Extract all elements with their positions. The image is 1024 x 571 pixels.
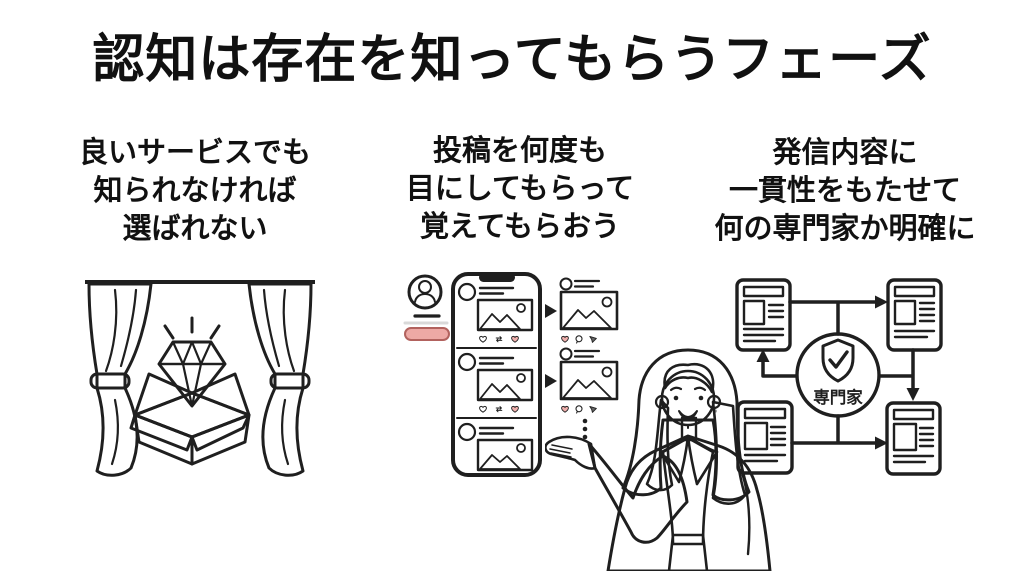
curtain-left-icon: [87, 282, 153, 477]
caption-right: 発信内容に 一貫性をもたせて 何の専門家か明確に: [690, 133, 1000, 247]
post2-image: [476, 368, 534, 402]
woman-face: [654, 362, 722, 442]
caption-left: 良いサービスでも 知られなければ 選ばれない: [30, 133, 360, 247]
woman-torso-jacket: [606, 434, 772, 571]
curtain-tie-left: [89, 372, 131, 390]
caption-middle-line3: 覚えてもらおう: [419, 209, 621, 243]
ellipsis-dots-icon: [582, 418, 588, 440]
card2-image: [559, 360, 619, 401]
feed-post-2: [456, 352, 537, 419]
woman-bangs: [663, 362, 715, 394]
article-doc-top-right: [886, 278, 943, 352]
feed-post-3: [457, 422, 534, 472]
sparkle-icon: [163, 316, 221, 340]
shield-check-icon: [821, 338, 855, 383]
arrow-right-icon-2: [545, 374, 557, 388]
caption-right-line3: 何の専門家か明確に: [714, 211, 976, 245]
caption-middle-line2: 目にしてもらって: [405, 171, 635, 205]
caption-left-line2: 知られなければ: [93, 173, 297, 207]
caption-left-line3: 選ばれない: [122, 211, 268, 245]
jacket-lapel-right: [686, 435, 719, 486]
profile-icon: [403, 274, 450, 341]
caption-middle: 投稿を何度も 目にしてもらって 覚えてもらおう: [370, 131, 670, 245]
expert-hub-illustration: 専門家: [735, 278, 943, 476]
eyebrow-left: [669, 386, 683, 392]
woman-skirt: [667, 533, 709, 571]
article-doc-bottom-right: [885, 401, 942, 476]
feed-post-1: [456, 282, 537, 349]
open-box-front: [129, 413, 251, 466]
smartphone-feed-illustration: [403, 272, 619, 477]
repeated-post-card-2: [559, 347, 619, 414]
woman-presenting-arm: [545, 435, 689, 544]
follow-pill: [404, 327, 450, 341]
caption-left-line1: 良いサービスでも: [78, 135, 311, 169]
eye-right: [698, 395, 704, 401]
caption-right-line1: 発信内容に: [772, 135, 918, 169]
stage-diamond-box-illustration: [85, 280, 315, 477]
jacket-sleeve: [587, 442, 689, 544]
caption-middle-line1: 投稿を何度も: [432, 133, 607, 167]
post3-image: [476, 438, 534, 472]
smartphone-icon: [451, 272, 542, 477]
woman-front-hair-strands: [645, 398, 747, 505]
article-doc-top-left: [735, 278, 792, 352]
page-title: 認知は存在を知ってもらうフェーズ: [92, 30, 932, 90]
phone-notch: [479, 273, 515, 282]
expert-badge: 専門家: [795, 332, 881, 418]
eyebrow-right: [693, 386, 707, 392]
expert-badge-label: 専門家: [813, 387, 863, 407]
smiling-mouth: [678, 410, 698, 420]
caption-right-line2: 一貫性をもたせて: [728, 173, 961, 207]
card1-image: [559, 290, 619, 331]
curtain-tie-right: [269, 372, 311, 390]
woman-shirt: [661, 436, 715, 546]
diamond-icon: [157, 340, 227, 408]
repeated-post-card-1: [559, 277, 619, 344]
arrow-right-icon-1: [545, 304, 557, 318]
eye-left: [673, 395, 679, 401]
post1-image: [476, 298, 534, 332]
open-palm-hand: [545, 435, 597, 470]
flow-arrows: [756, 295, 920, 450]
presenter-woman-illustration: [545, 348, 772, 571]
curtain-right-icon: [247, 282, 313, 477]
